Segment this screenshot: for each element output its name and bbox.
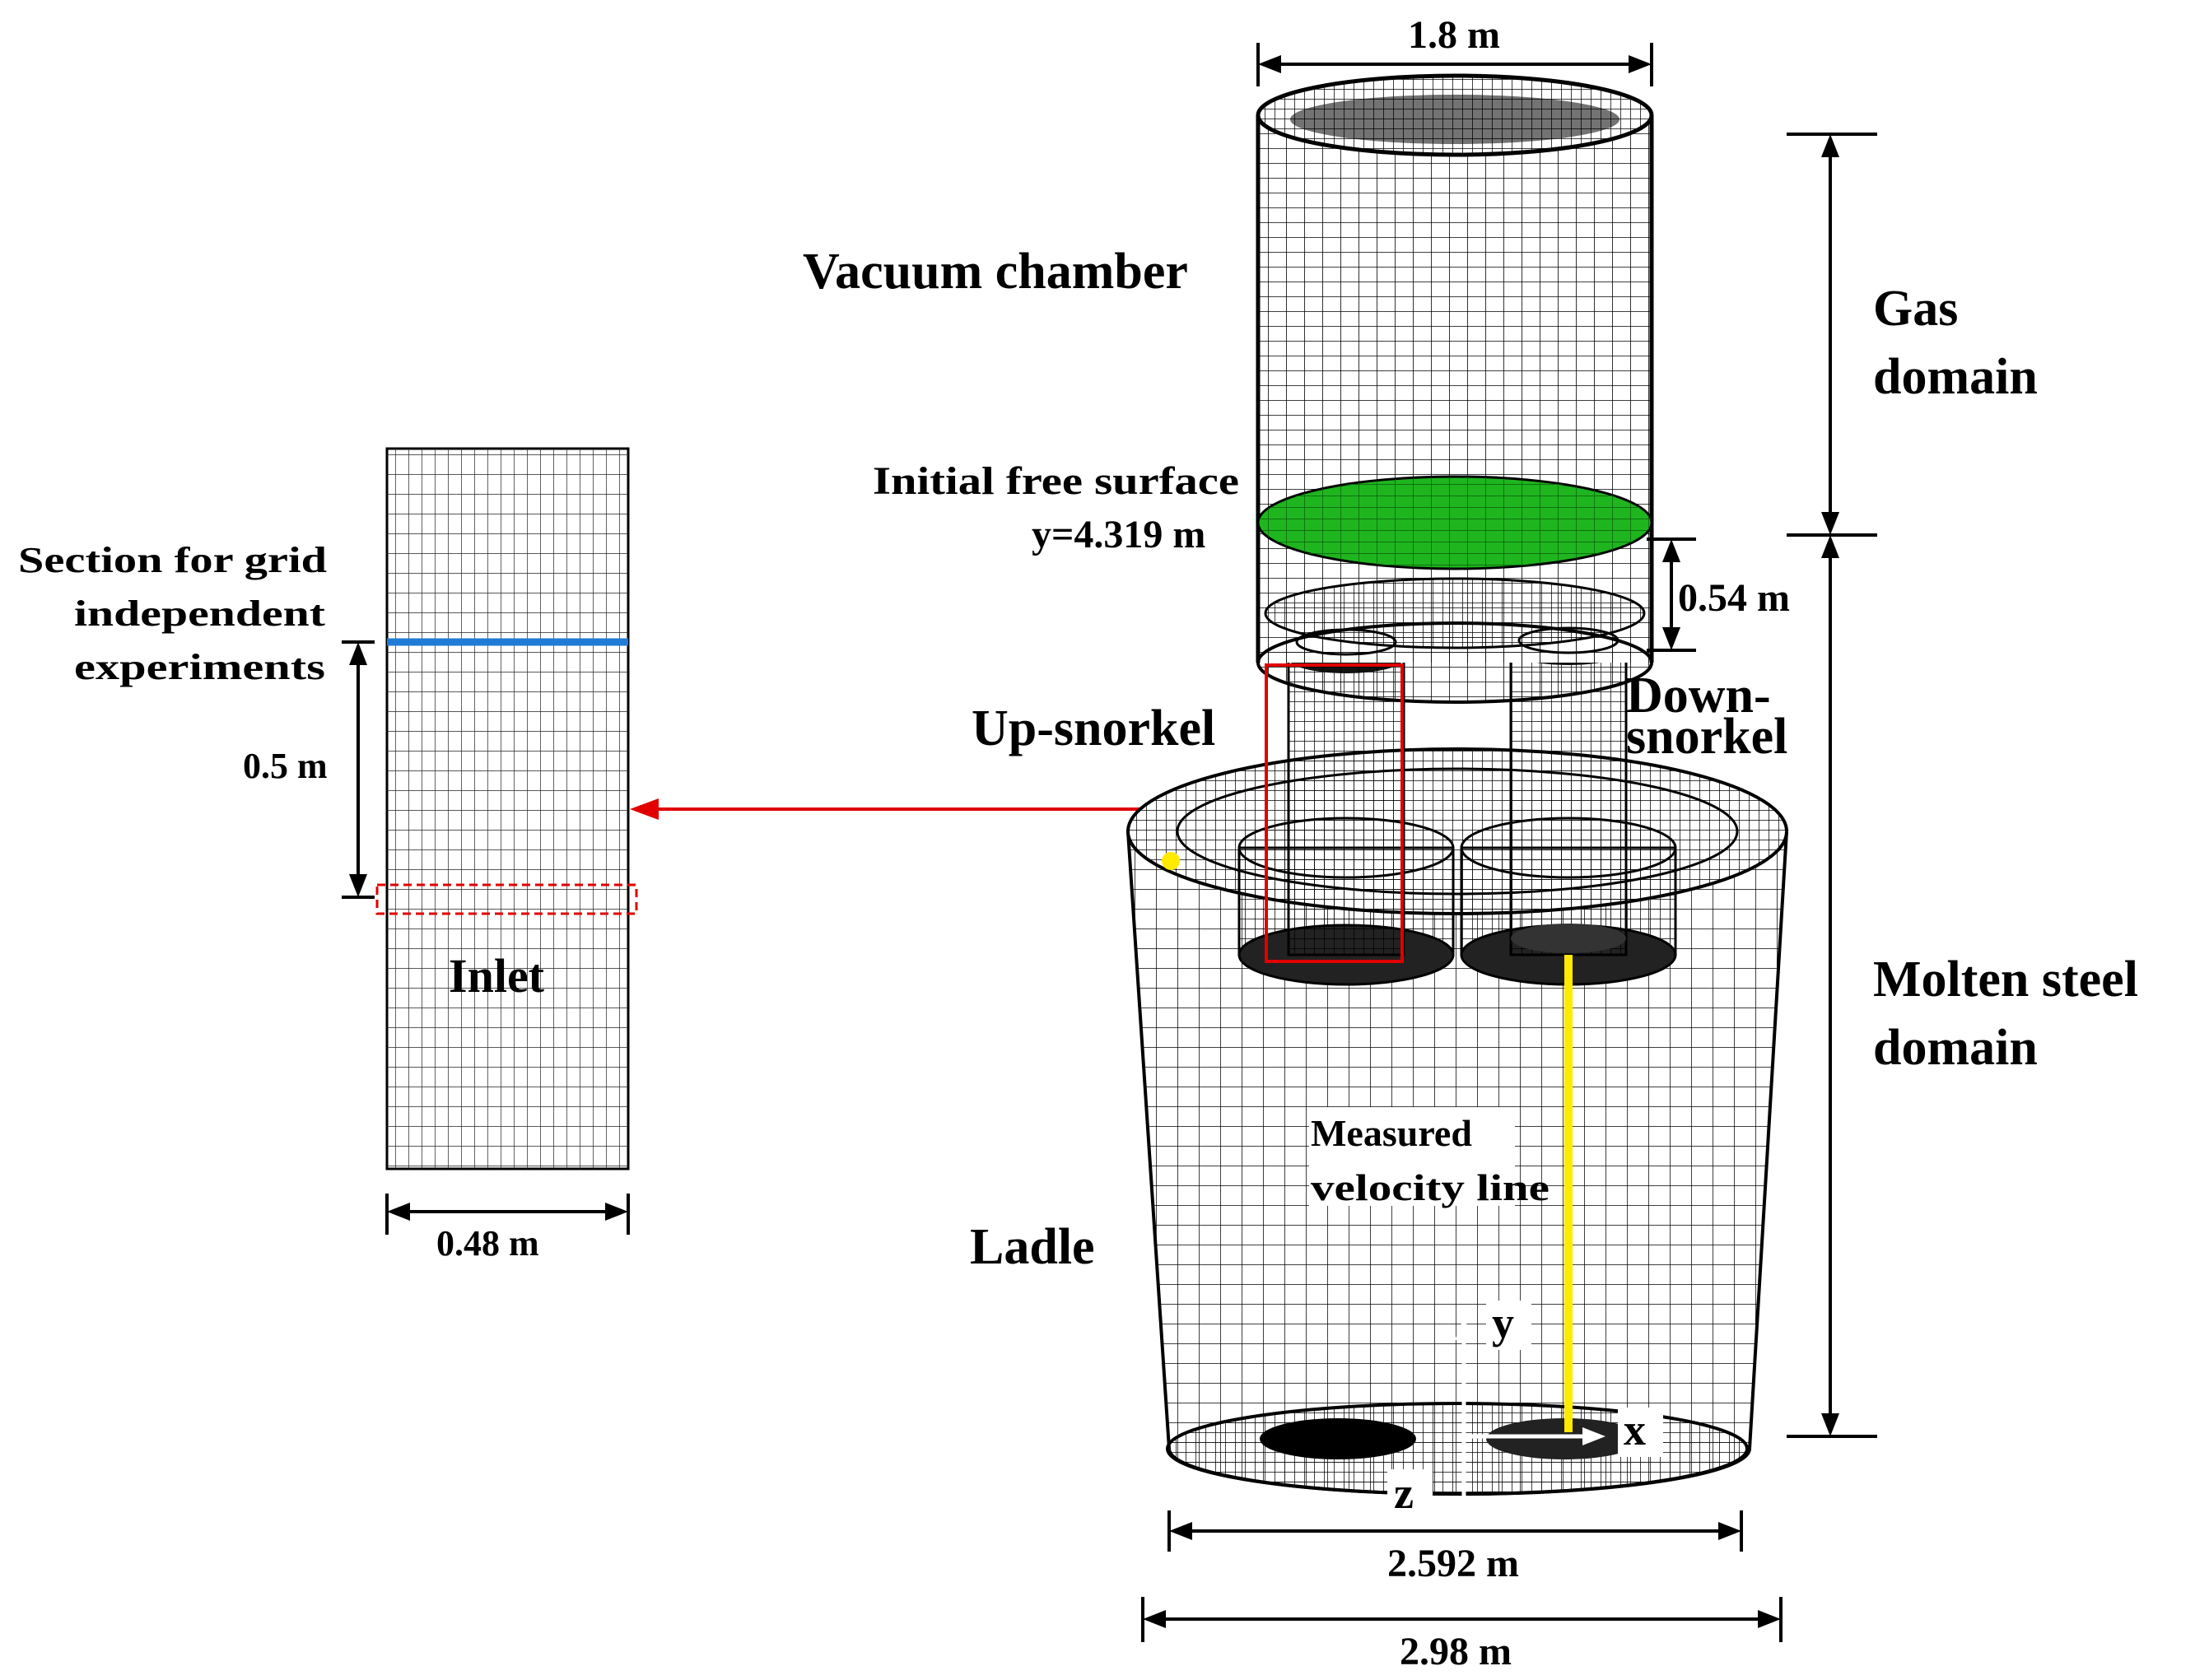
measured-label-bg xyxy=(1309,1107,1515,1206)
chamber-diameter-dimension xyxy=(1256,43,1653,86)
initial-free-surface-label: Initial free surface xyxy=(873,459,1239,503)
molten-steel-label-1: Molten steel xyxy=(1873,952,2138,1008)
up-snorkel-label: Up-snorkel xyxy=(972,700,1215,756)
snorkel-immersion-dimension xyxy=(1647,538,1696,652)
snorkel-diameter-label: 0.48 m xyxy=(436,1223,539,1263)
domain-dimensions xyxy=(1787,133,1877,1438)
snorkel-immersion-label: 0.54 m xyxy=(1678,576,1790,620)
coordinate-axes xyxy=(1387,1301,1663,1527)
section-length-dimension xyxy=(342,640,375,899)
free-surface-y-label: y=4.319 m xyxy=(1032,513,1205,556)
chamber-diameter-label: 1.8 m xyxy=(1408,13,1500,57)
section-label-line1: Section for grid xyxy=(18,540,327,580)
ladle-top-diameter-label: 2.98 m xyxy=(1400,1630,1512,1673)
ladle-top-dimension xyxy=(1141,1597,1783,1642)
measured-line-label-1: Measured xyxy=(1311,1112,1472,1154)
ladle-bottom-dimension xyxy=(1167,1510,1743,1552)
vacuum-chamber-mesh xyxy=(1256,73,1654,704)
inlet-label: Inlet xyxy=(449,949,545,1003)
axis-y-label: y xyxy=(1492,1298,1514,1347)
axis-x-label: x xyxy=(1624,1405,1646,1454)
gas-domain-label-1: Gas xyxy=(1873,281,1958,337)
up-snorkel-highlight-box xyxy=(1265,663,1404,963)
monitoring-point xyxy=(1162,852,1180,870)
axis-z-label: z xyxy=(1394,1468,1414,1518)
down-snorkel-mesh xyxy=(1509,635,1628,956)
section-label-line2: independent xyxy=(74,593,325,634)
measured-line-label-2: velocity line xyxy=(1311,1166,1550,1208)
snorkel-diameter-dimension xyxy=(385,1194,630,1235)
down-snorkel-label-1: Down- xyxy=(1626,668,1771,724)
detail-arrow-head xyxy=(630,798,659,820)
initial-free-surface xyxy=(1256,475,1653,570)
section-length-label: 0.5 m xyxy=(243,746,328,786)
ladle-bottom-diameter-label: 2.592 m xyxy=(1387,1542,1519,1585)
gas-domain-label-2: domain xyxy=(1873,349,2038,405)
snorkel-mesh-detail xyxy=(385,447,630,1170)
down-snorkel-label-2: snorkel xyxy=(1626,709,1787,765)
ladle-label: Ladle xyxy=(970,1219,1095,1275)
molten-steel-label-2: domain xyxy=(1873,1020,2038,1076)
vacuum-chamber-label: Vacuum chamber xyxy=(803,244,1188,300)
section-label-line3: experiments xyxy=(74,647,325,687)
